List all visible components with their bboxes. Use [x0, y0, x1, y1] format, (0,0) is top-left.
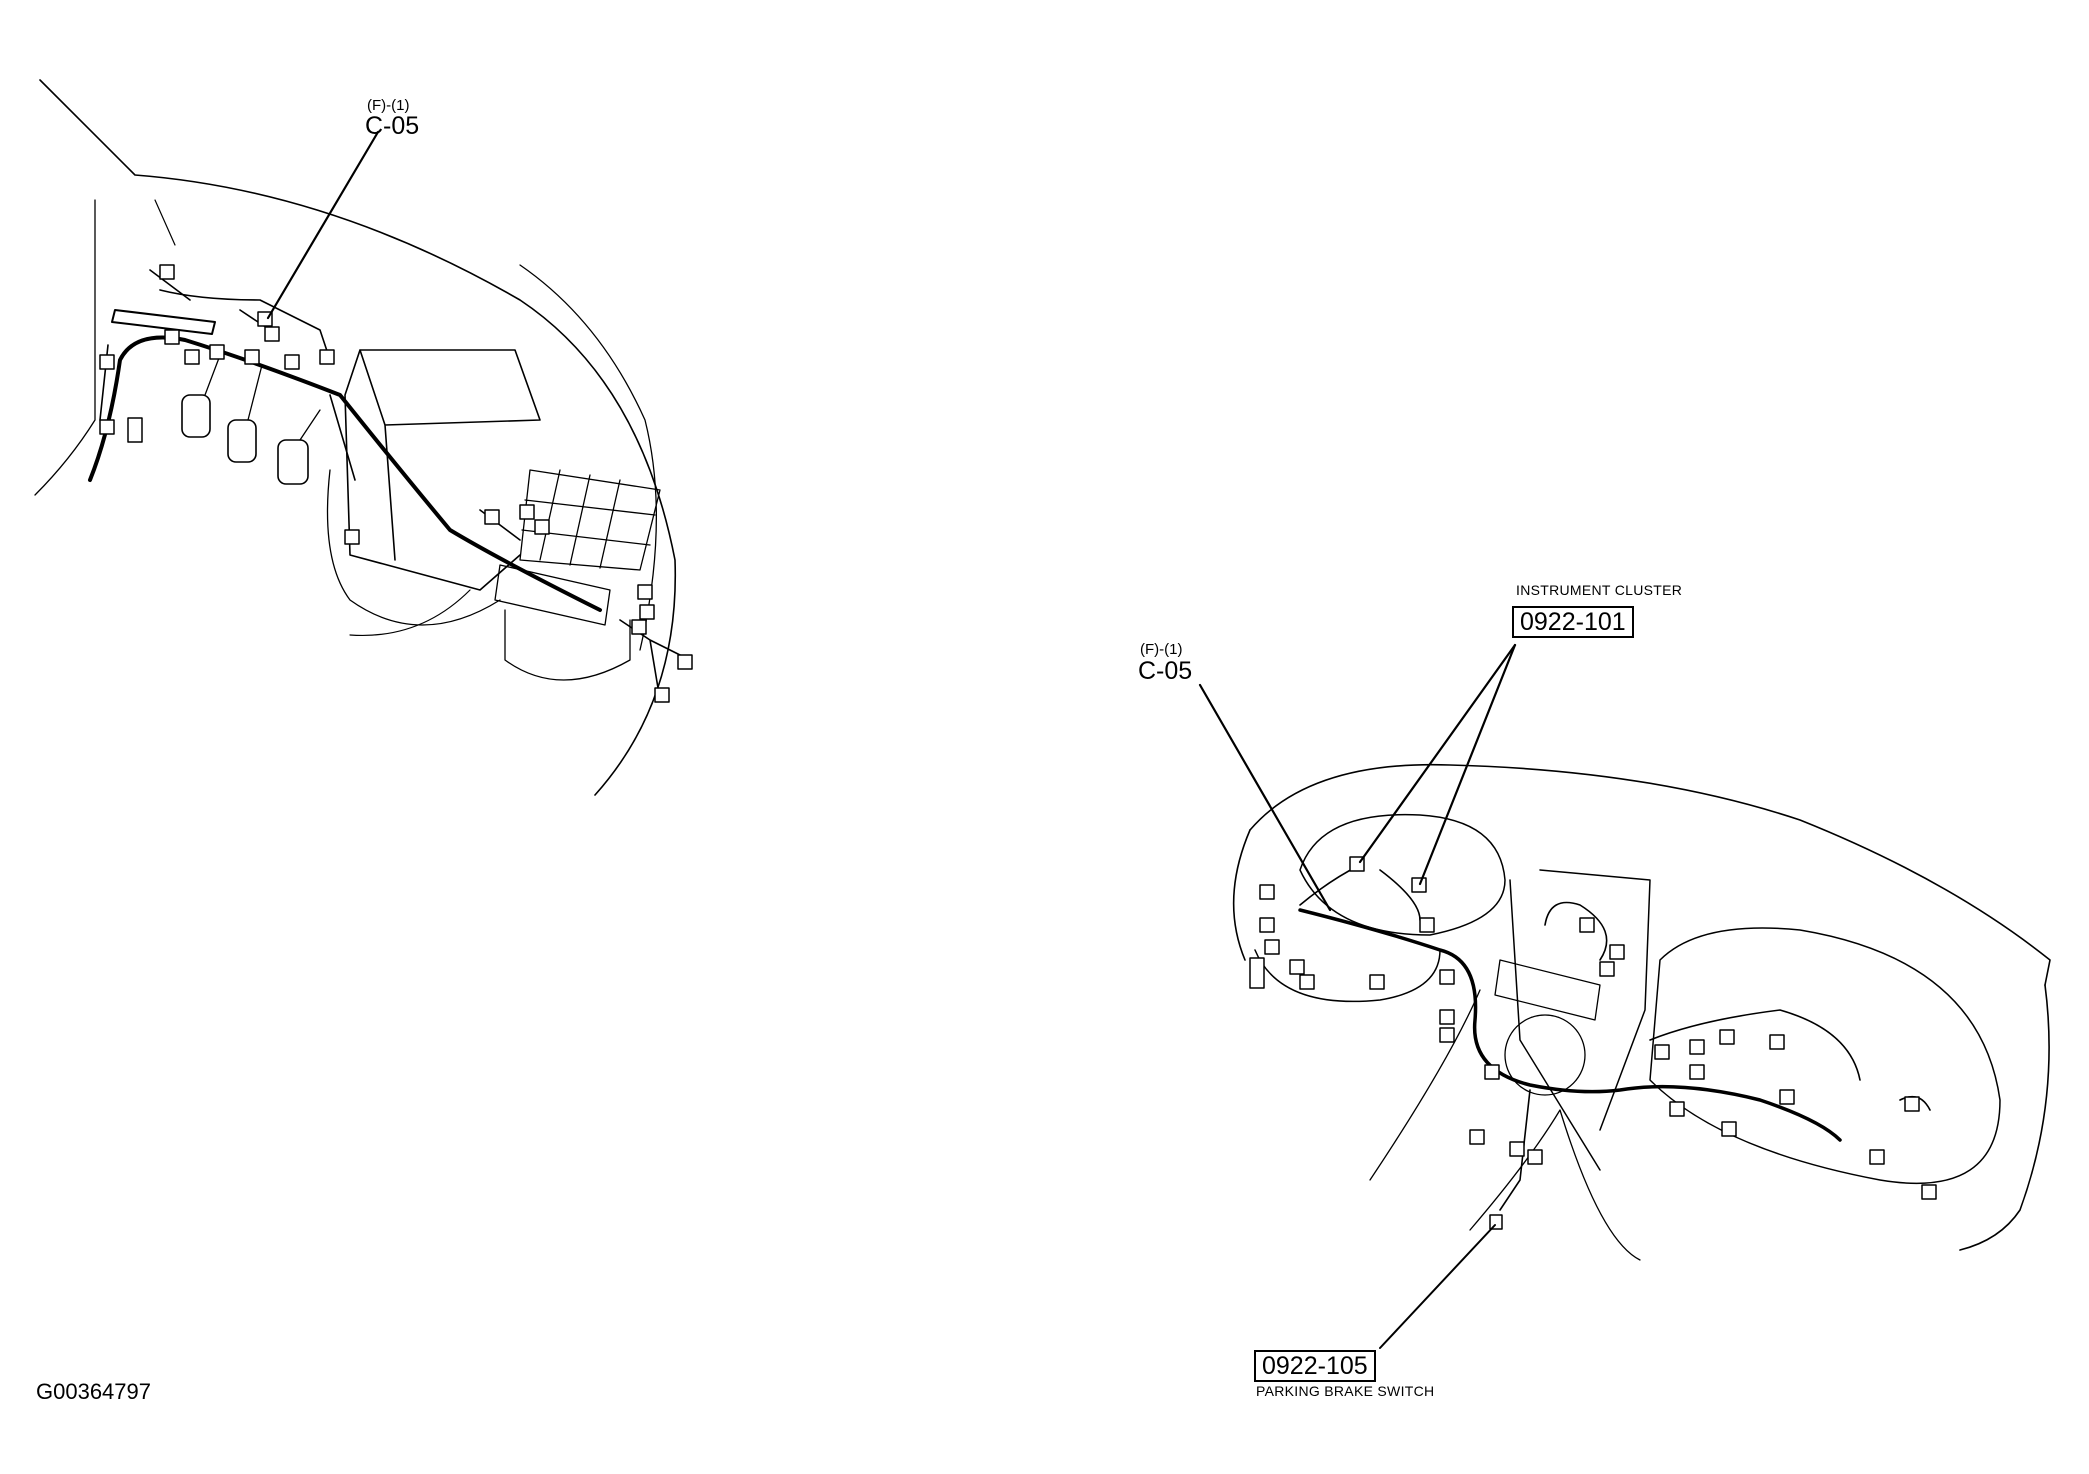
connector	[1484, 1064, 1500, 1080]
left-harness-branch-1	[159, 289, 691, 701]
connector	[637, 584, 653, 600]
connector	[319, 349, 335, 365]
connector	[1769, 1034, 1785, 1050]
connector	[631, 619, 647, 635]
right-dash-top	[1249, 763, 2051, 986]
connector	[1299, 974, 1315, 990]
connector	[677, 654, 693, 670]
left-floor-line	[349, 589, 471, 637]
left-glovebox	[494, 564, 611, 626]
connector	[484, 509, 500, 525]
connector	[1599, 961, 1615, 977]
right-c05-leader	[1198, 683, 1332, 912]
instrument-cluster-leader-1	[1358, 643, 1517, 864]
connector	[1527, 1149, 1543, 1165]
left-main-harness	[88, 335, 602, 612]
connector	[1439, 1009, 1455, 1025]
connector	[99, 419, 115, 435]
connector	[1439, 969, 1455, 985]
connector	[1509, 1141, 1525, 1157]
left-c05-leader	[266, 130, 380, 320]
parking-brake-caption: PARKING BRAKE SWITCH	[1256, 1383, 1435, 1399]
connector	[1469, 1129, 1485, 1145]
connector	[1779, 1089, 1795, 1105]
left-c05-code-label: C-05	[365, 112, 420, 140]
connector	[164, 329, 180, 345]
connector	[1289, 959, 1305, 975]
connector	[1249, 957, 1265, 989]
connector	[344, 529, 360, 545]
connector	[1369, 974, 1385, 990]
connector	[159, 264, 175, 280]
instrument-cluster-leader-2	[1418, 643, 1517, 886]
left-pedal-2	[227, 419, 257, 463]
connector	[1869, 1149, 1885, 1165]
connector	[264, 326, 280, 342]
connector	[1264, 939, 1280, 955]
figure-id: G00364797	[36, 1379, 151, 1404]
connector	[1411, 877, 1427, 893]
connector	[1579, 917, 1595, 933]
left-duct	[504, 609, 631, 681]
connector	[209, 344, 225, 360]
right-lower-left	[1254, 949, 1441, 1003]
right-c05-code-label: C-05	[1138, 657, 1193, 685]
left-steering-column	[111, 309, 216, 335]
connector	[127, 417, 143, 443]
connector	[1689, 1064, 1705, 1080]
left-vent-grid	[519, 469, 661, 571]
right-center-stack	[1509, 869, 1651, 1171]
left-a-pillar	[34, 199, 96, 496]
left-pedal-3	[277, 439, 309, 485]
right-passenger-panel	[1649, 927, 2001, 1185]
connector	[519, 504, 535, 520]
connector	[1669, 1101, 1685, 1117]
connector	[1721, 1121, 1737, 1137]
right-c05-sub-label: (F)-(1)	[1140, 641, 1183, 658]
right-dashboard-view	[1198, 643, 2051, 1349]
connector	[639, 604, 655, 620]
connector	[654, 687, 670, 703]
left-hvac-unit	[344, 349, 541, 591]
connector	[1489, 1214, 1503, 1230]
connector	[284, 354, 300, 370]
left-inner-contour	[519, 264, 657, 651]
right-dash-right-end	[1959, 984, 2050, 1251]
parking-brake-code-box: 0922-105	[1254, 1350, 1376, 1382]
left-body-outline	[39, 79, 677, 796]
connector	[1419, 917, 1435, 933]
left-pedal-arms	[204, 349, 321, 441]
connector	[1689, 1039, 1705, 1055]
parking-brake-leader	[1379, 1224, 1496, 1349]
connector	[99, 354, 115, 370]
connector	[1921, 1184, 1937, 1200]
connector	[1904, 1096, 1920, 1112]
right-harness-branch	[1299, 864, 1931, 1211]
connector	[1719, 1029, 1735, 1045]
right-dash-left-end	[1232, 829, 1251, 961]
left-dashboard-view	[34, 79, 693, 796]
connector	[1654, 1044, 1670, 1060]
connector	[1439, 1027, 1455, 1043]
left-c05-sub-label: (F)-(1)	[367, 97, 410, 114]
connector	[184, 349, 200, 365]
left-floor-arc	[326, 469, 501, 626]
right-shifter-ring	[1504, 1014, 1586, 1096]
connector	[534, 519, 550, 535]
instrument-cluster-caption: INSTRUMENT CLUSTER	[1516, 582, 1683, 598]
right-main-harness	[1298, 908, 1842, 1142]
connector	[1259, 884, 1275, 900]
left-kick-line	[154, 199, 176, 246]
right-floor-lines	[1369, 989, 1641, 1261]
connector	[244, 349, 260, 365]
instrument-cluster-code-box: 0922-101	[1512, 606, 1634, 638]
connector	[1609, 944, 1625, 960]
right-center-radio	[1494, 959, 1601, 1021]
connector	[1259, 917, 1275, 933]
left-pedal-1	[181, 394, 211, 438]
